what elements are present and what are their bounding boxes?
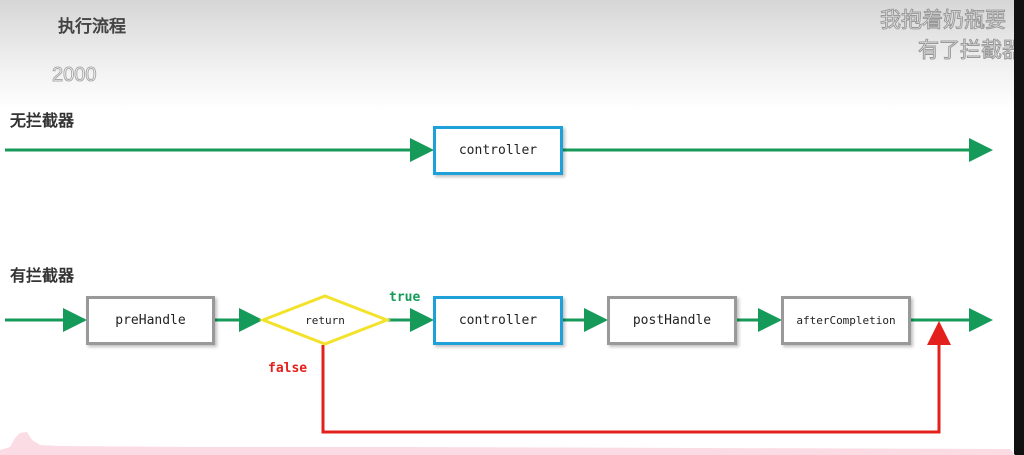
return-node-label: return — [305, 313, 345, 327]
return-decision-diamond — [258, 294, 392, 346]
posthandle-node: postHandle — [607, 296, 737, 345]
aftercompletion-node: afterCompletion — [781, 296, 911, 345]
bottom-decoration — [0, 432, 1015, 455]
controller-node-top: controller — [433, 126, 563, 175]
video-edge — [1014, 0, 1024, 455]
year-watermark: 2000 — [52, 64, 97, 87]
section-label-with-interceptor: 有拦截器 — [10, 266, 75, 285]
arrow-false-path — [321, 321, 951, 434]
controller-node: controller — [433, 296, 563, 345]
subtitle-line-1: 我抱着奶瓶要 — [880, 8, 1007, 33]
prehandle-node: preHandle — [86, 296, 215, 345]
false-edge-label: false — [268, 361, 308, 376]
subtitle-line-2: 有了拦截器 — [918, 38, 1024, 63]
true-edge-label: true — [389, 290, 421, 305]
page-title: 执行流程 — [58, 17, 126, 37]
section-label-without-interceptor: 无拦截器 — [10, 111, 75, 130]
